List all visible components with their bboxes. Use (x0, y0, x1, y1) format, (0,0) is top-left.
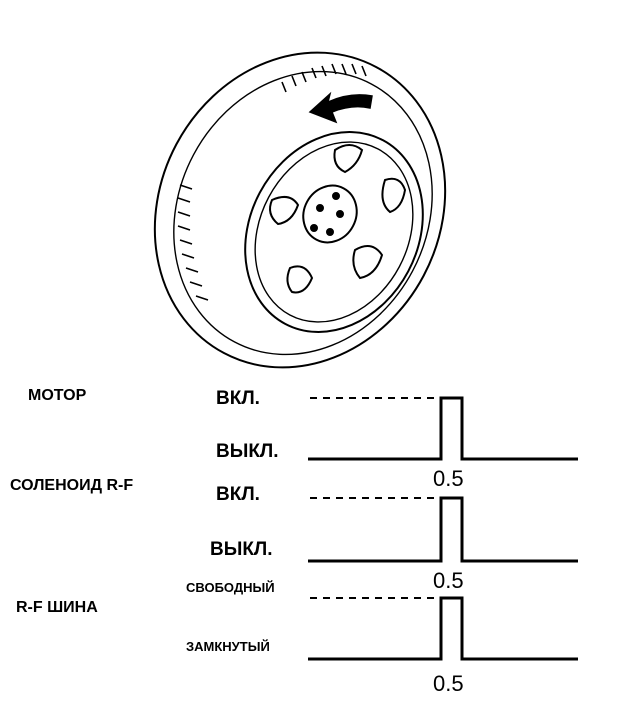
tire-outer (153, 51, 447, 369)
pulse-duration-label: 0.5 (433, 568, 464, 593)
row-rf-tire: R-F ШИНА СВОБОДНЫЙ ЗАМКНУТЫЙ 0.5 (16, 580, 578, 696)
rotation-arrow-icon (308, 91, 373, 124)
rim-inner (254, 141, 414, 323)
row-label: R-F ШИНА (16, 599, 98, 616)
off-state-label: ВЫКЛ. (216, 441, 279, 462)
on-state-label: ВКЛ. (216, 484, 260, 505)
wheel-illustration (153, 51, 447, 369)
rim-window-right (381, 177, 407, 214)
off-state-label: ВЫКЛ. (210, 539, 273, 560)
signal-waveform (308, 596, 578, 661)
tread-top (281, 63, 367, 93)
signal-waveform (308, 496, 578, 563)
free-state-label: СВОБОДНЫЙ (186, 580, 275, 595)
rim-outer (244, 131, 424, 333)
pulse-duration-label: 0.5 (433, 466, 464, 491)
tire-inner-edge (173, 70, 433, 356)
row-motor: МОТОР ВКЛ. ВЫКЛ. 0.5 (28, 387, 578, 491)
rim-window-top (333, 144, 364, 174)
signal-waveform (308, 396, 578, 461)
row-label: МОТОР (28, 387, 87, 404)
on-state-label: ВКЛ. (216, 388, 260, 409)
tread-left (177, 184, 209, 301)
row-solenoid: СОЛЕНОИД R-F ВКЛ. ВЫКЛ. 0.5 (10, 477, 578, 593)
locked-state-label: ЗАМКНУТЫЙ (186, 639, 270, 654)
row-label: СОЛЕНОИД R-F (10, 477, 133, 494)
hub (302, 184, 358, 244)
pulse-duration-label: 0.5 (433, 671, 464, 696)
rim-window-left (269, 195, 300, 226)
rim-window-bottom-right (352, 245, 384, 280)
rim-window-bottom-left (286, 265, 314, 294)
